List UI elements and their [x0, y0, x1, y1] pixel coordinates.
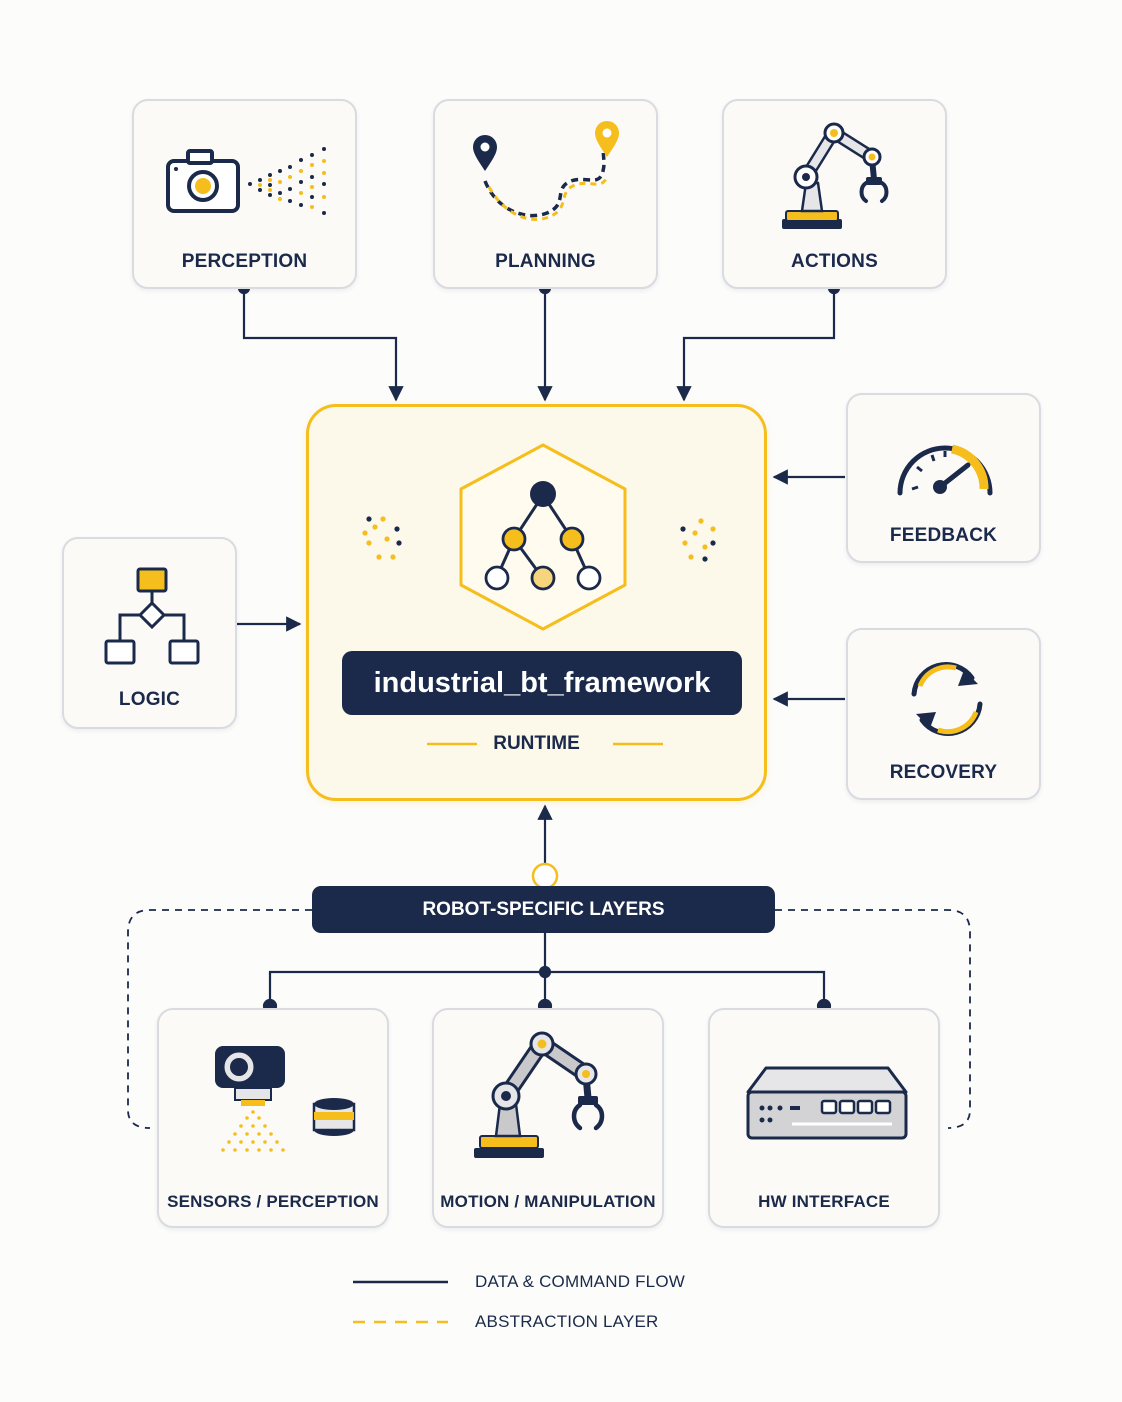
motion-label: MOTION / MANIPULATION — [440, 1192, 656, 1211]
behavior-tree-icon — [362, 443, 716, 631]
recycle-arrows-icon — [911, 662, 983, 736]
planning-card: PLANNING — [433, 99, 658, 289]
lidar-icon — [312, 1098, 356, 1136]
layer-distribution — [262, 933, 832, 1014]
gauge-icon — [897, 444, 993, 496]
framework-name-banner: industrial_bt_framework — [342, 651, 742, 715]
abstraction-boundary-right — [775, 909, 971, 1129]
camera-icon — [166, 147, 326, 215]
sensor-camera-icon — [215, 1046, 285, 1152]
hw-interface-label: HW INTERFACE — [758, 1192, 890, 1211]
planning-label: PLANNING — [495, 251, 596, 272]
actions-label: ACTIONS — [791, 251, 878, 272]
robot-specific-layers-bar: ROBOT-SPECIFIC LAYERS — [312, 886, 775, 933]
runtime-label: RUNTIME — [493, 733, 580, 754]
sensors-label: SENSORS / PERCEPTION — [167, 1192, 379, 1211]
legend-abstraction-layer: ABSTRACTION LAYER — [475, 1312, 659, 1331]
feedback-card: FEEDBACK — [846, 393, 1041, 563]
logic-label: LOGIC — [118, 689, 181, 710]
network-switch-icon — [746, 1066, 908, 1140]
runtime-divider-lines — [427, 742, 663, 746]
feedback-label: FEEDBACK — [889, 525, 998, 546]
perception-connector — [237, 281, 404, 402]
logic-card: LOGIC — [62, 537, 237, 729]
perception-label: PERCEPTION — [181, 251, 308, 272]
actions-card: ACTIONS — [722, 99, 947, 289]
perception-card: PERCEPTION — [132, 99, 357, 289]
robot-arm-icon — [474, 1031, 605, 1158]
legend-data-flow: DATA & COMMAND FLOW — [475, 1272, 686, 1291]
planning-connector — [537, 281, 553, 402]
runtime-core: industrial_bt_framework RUNTIME — [306, 404, 767, 801]
motion-card: MOTION / MANIPULATION — [432, 1008, 664, 1228]
flowchart-icon — [104, 567, 200, 665]
robot-arm-icon — [782, 122, 889, 229]
actions-connector — [676, 281, 841, 402]
route-icon — [473, 121, 619, 221]
recovery-label: RECOVERY — [889, 762, 998, 783]
hw-interface-card: HW INTERFACE — [708, 1008, 940, 1228]
recovery-card: RECOVERY — [846, 628, 1041, 800]
uplink-node — [531, 862, 559, 890]
abstraction-boundary-left — [127, 909, 312, 1129]
sensors-card: SENSORS / PERCEPTION — [157, 1008, 389, 1228]
